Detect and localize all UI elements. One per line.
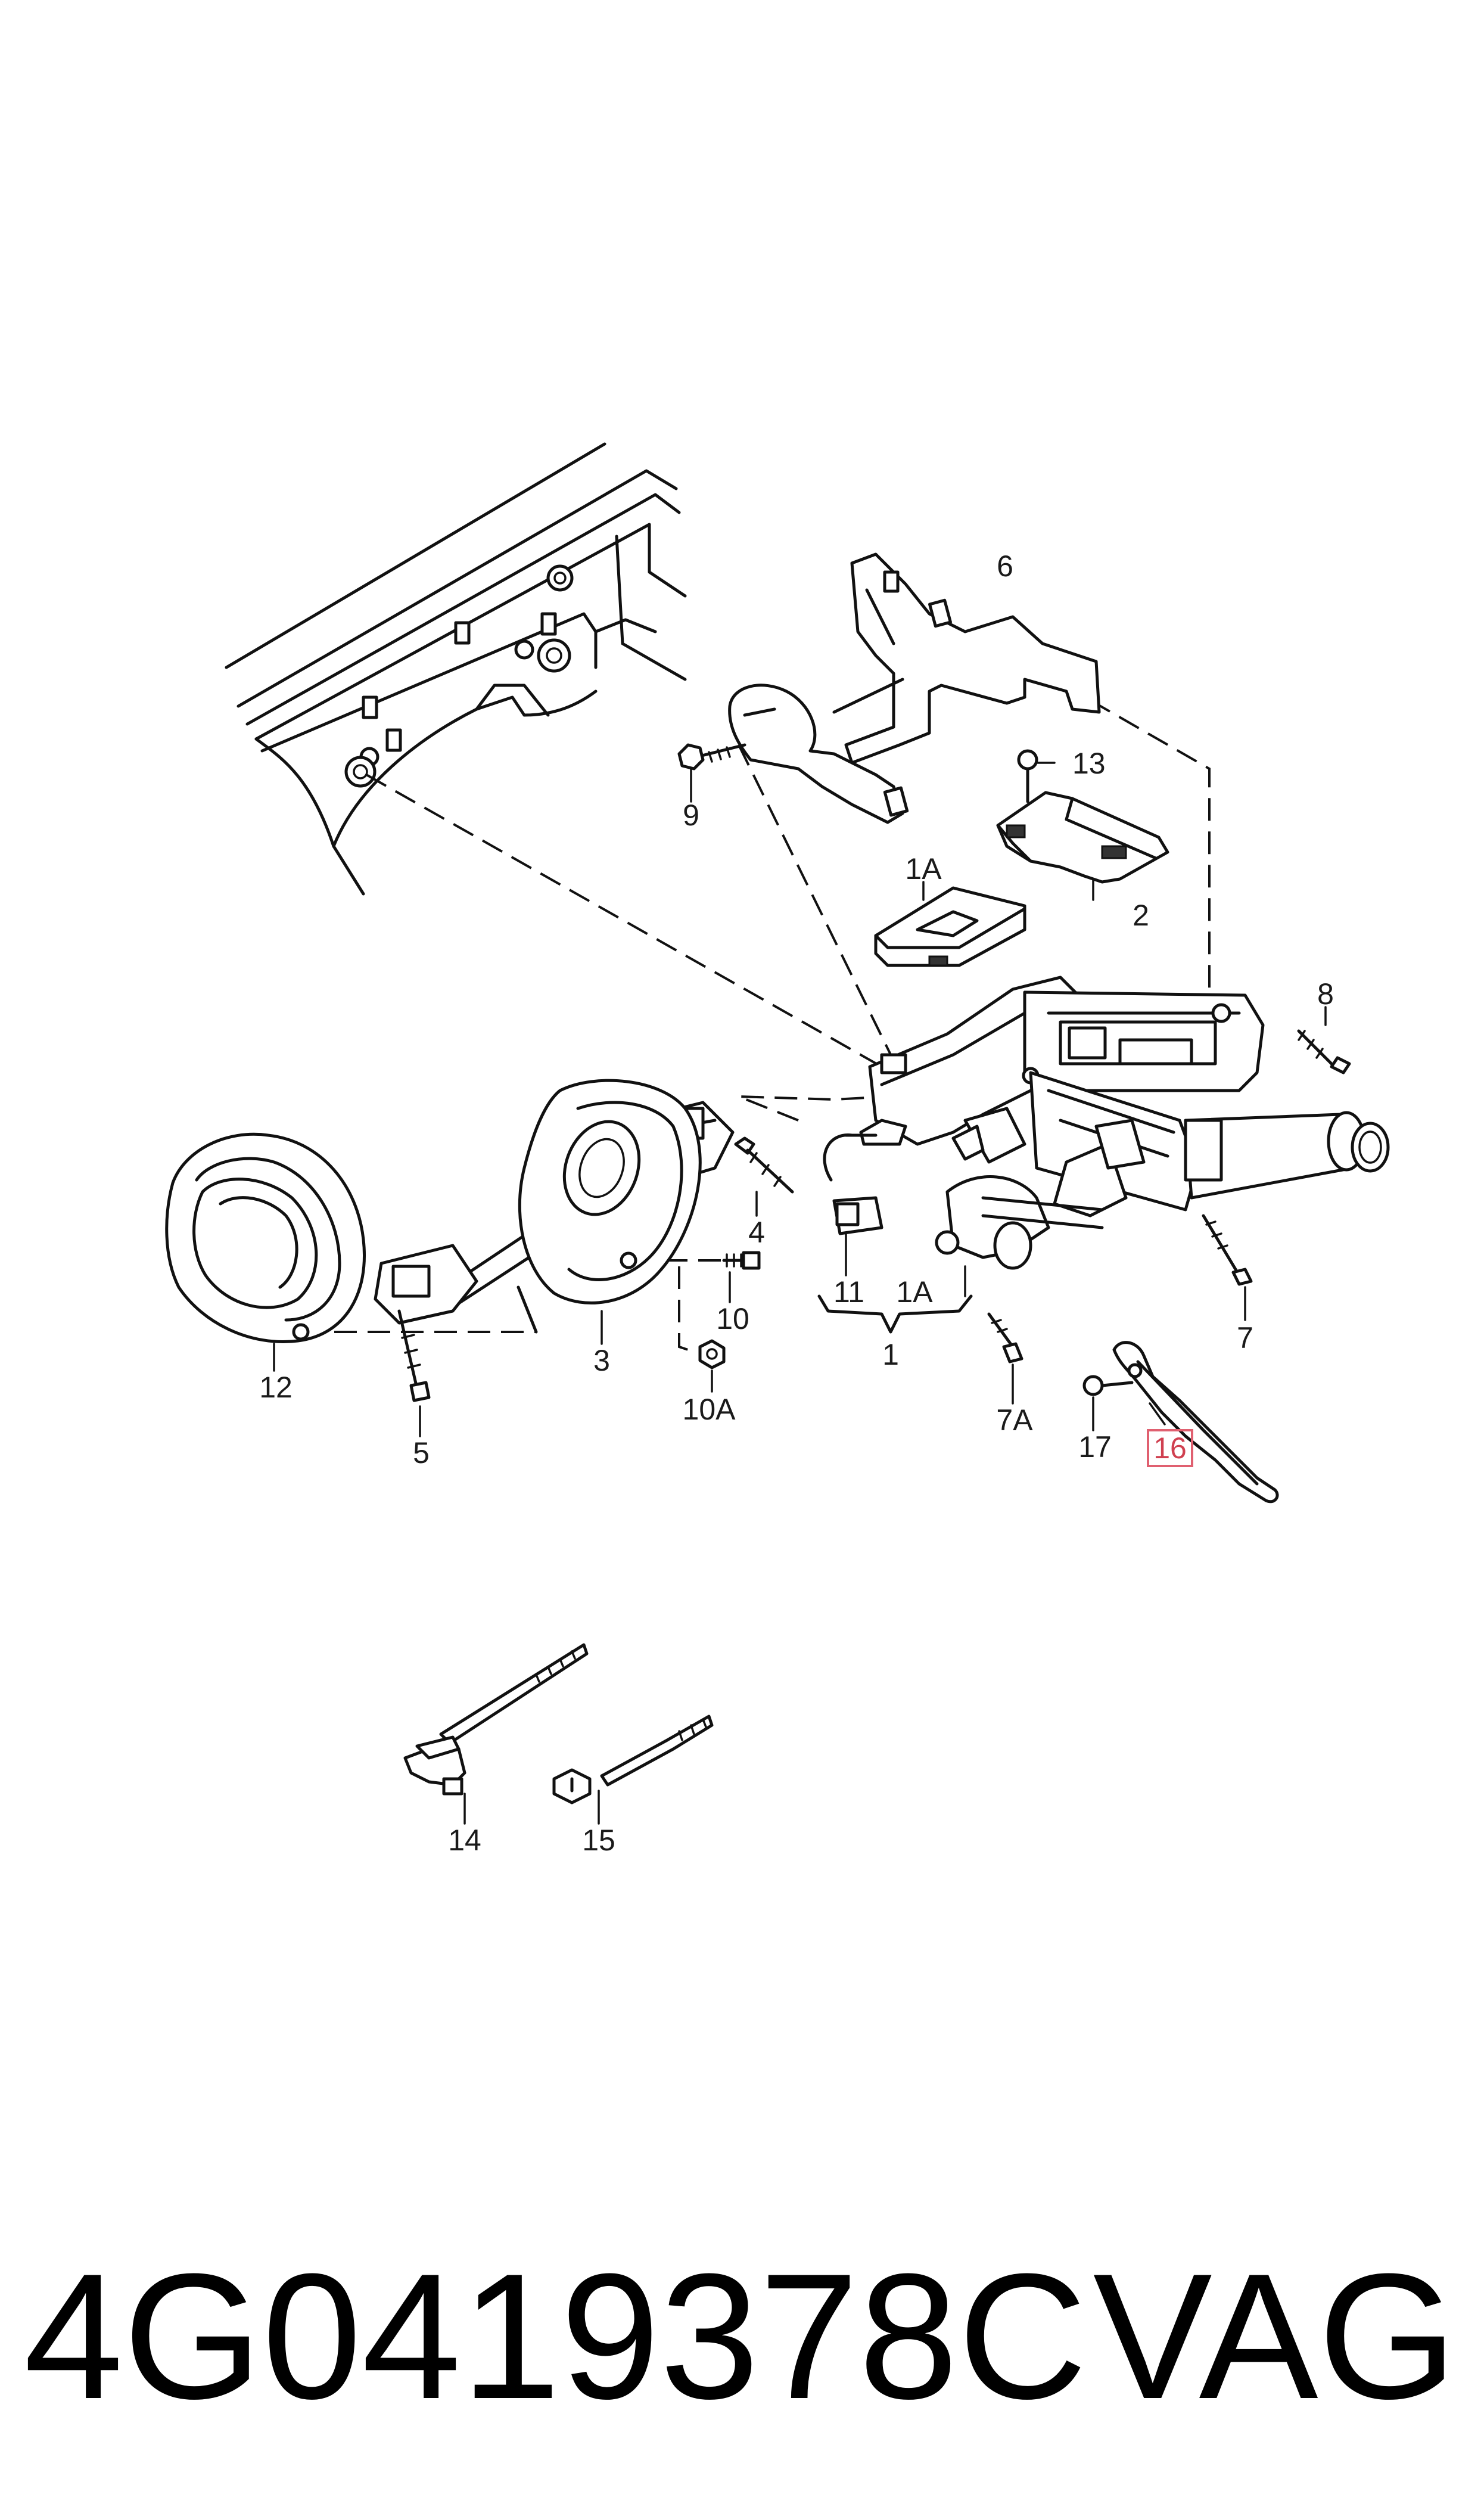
part-15-cable-tie [552, 1714, 714, 1825]
label-10: 10 [716, 1302, 749, 1335]
part-17-screw [1082, 1375, 1134, 1431]
label-1: 1 [882, 1338, 899, 1371]
part-1A-lock-module [874, 881, 1026, 967]
label-1A-bottom: 1A [896, 1275, 933, 1309]
label-2: 2 [1133, 899, 1149, 932]
part-2-control-unit [996, 791, 1169, 901]
label-12: 12 [259, 1371, 293, 1404]
label-10A: 10A [683, 1393, 736, 1426]
part-10-bolt [722, 1251, 761, 1303]
part-number-text: 4G0419378C [24, 2236, 1087, 2436]
part-10A-nut [698, 1339, 726, 1393]
part-7A-screw [987, 1312, 1023, 1405]
label-8: 8 [1317, 977, 1334, 1011]
label-5: 5 [413, 1436, 430, 1470]
part-1-group-bracket [817, 1265, 973, 1334]
label-15: 15 [582, 1824, 615, 1857]
part-9-bolt [677, 743, 746, 803]
label-11: 11 [833, 1275, 864, 1309]
label-17: 17 [1078, 1430, 1112, 1464]
label-4: 4 [748, 1216, 765, 1249]
label-6: 6 [997, 549, 1013, 583]
label-1A-top: 1A [905, 852, 942, 886]
highlight-box-16 [1147, 1429, 1193, 1467]
part-3-boot-cover [518, 1079, 702, 1345]
part-14-cable-tie-clip [403, 1643, 589, 1825]
part-8-bolt [1297, 1006, 1351, 1074]
part-13-screw [1017, 749, 1056, 803]
label-14: 14 [448, 1824, 481, 1857]
label-7A: 7A [996, 1403, 1033, 1437]
label-3: 3 [593, 1344, 610, 1377]
label-7: 7 [1237, 1321, 1253, 1355]
part-6-support-bracket [728, 552, 1101, 824]
part-5-bolt [397, 1309, 431, 1437]
part-labels: 6 9 13 1A 2 8 4 10 11 1A 1 7 3 12 10A 5 … [259, 549, 1334, 1857]
part-7-bolt [1202, 1214, 1253, 1321]
part-12-trim-ring [165, 1132, 366, 1372]
part-16-lever [1112, 1341, 1279, 1504]
part-4-bolt [734, 1136, 794, 1217]
vehicle-body-panel [225, 442, 687, 896]
brand-text: VAG [1093, 2236, 1457, 2436]
label-13: 13 [1072, 747, 1106, 780]
label-9: 9 [683, 799, 699, 832]
part-1-steering-column [844, 976, 1390, 1270]
label-16-highlighted: 16 [1153, 1431, 1187, 1465]
part-11-connector [823, 1133, 883, 1276]
